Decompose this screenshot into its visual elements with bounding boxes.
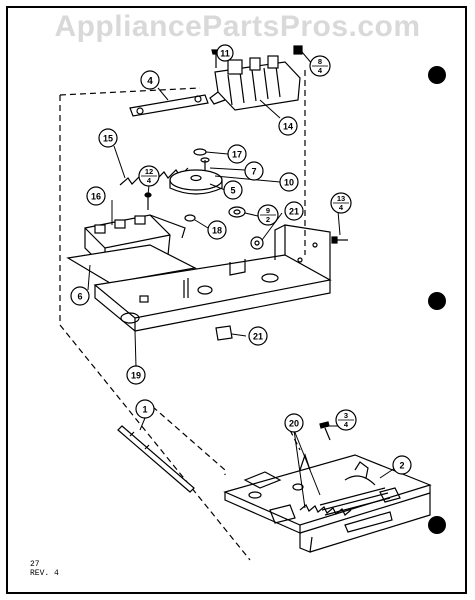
part-18-washer <box>184 214 196 222</box>
callout-8: 84 <box>309 55 331 77</box>
svg-text:19: 19 <box>131 371 141 381</box>
page-footer: 27 REV. 4 <box>30 560 59 578</box>
part-9-bushing <box>228 206 246 218</box>
callout-6: 6 <box>70 286 90 306</box>
callouts: 4 11 84 14 15 17 7 10 5 124 16 18 92 21 … <box>70 44 412 475</box>
page-number: 27 <box>30 560 40 569</box>
part-19-chassis <box>93 224 332 333</box>
svg-text:2: 2 <box>266 215 270 224</box>
callout-17: 17 <box>227 144 247 164</box>
part-12-screw <box>144 192 152 210</box>
drawing-border <box>6 6 467 594</box>
callout-13: 134 <box>330 192 352 214</box>
callout-3: 34 <box>335 409 357 431</box>
svg-text:6: 6 <box>77 292 82 302</box>
svg-text:13: 13 <box>337 194 345 203</box>
callout-10: 10 <box>279 172 299 192</box>
svg-text:4: 4 <box>339 203 344 212</box>
callout-19: 19 <box>126 365 146 385</box>
svg-text:18: 18 <box>212 226 222 236</box>
svg-text:8: 8 <box>318 57 322 66</box>
binder-hole-bottom <box>428 516 446 534</box>
callout-5: 5 <box>223 180 243 200</box>
callout-18: 18 <box>207 220 227 240</box>
svg-text:5: 5 <box>230 186 235 196</box>
svg-text:20: 20 <box>289 419 299 429</box>
callout-20: 20 <box>284 413 304 433</box>
svg-text:10: 10 <box>284 178 294 188</box>
leader-lines <box>87 51 396 509</box>
svg-text:7: 7 <box>251 167 256 177</box>
callout-16: 16 <box>86 186 106 206</box>
svg-text:2: 2 <box>399 461 404 471</box>
svg-text:4: 4 <box>318 66 323 75</box>
part-21-clip-lower <box>215 325 233 341</box>
svg-text:4: 4 <box>147 76 153 87</box>
binder-hole-top <box>428 66 446 84</box>
part-13-screw <box>331 236 348 244</box>
svg-text:17: 17 <box>232 150 242 160</box>
part-6-board <box>66 244 197 284</box>
part-3-screw <box>319 421 331 441</box>
svg-text:4: 4 <box>344 420 349 429</box>
svg-text:3: 3 <box>344 411 348 420</box>
callout-21-upper: 21 <box>284 201 304 221</box>
part-8-clip <box>293 45 303 55</box>
part-1-shaft <box>117 425 195 493</box>
svg-text:1: 1 <box>142 405 147 415</box>
svg-text:21: 21 <box>289 207 299 217</box>
callout-21-lower: 21 <box>248 326 268 346</box>
callout-14: 14 <box>278 116 298 136</box>
part-17-washer <box>193 148 207 156</box>
svg-text:14: 14 <box>283 122 293 132</box>
part-5-cam <box>169 169 223 195</box>
callout-9: 92 <box>257 204 279 226</box>
part-20-spring <box>299 504 352 516</box>
part-14-timer-switch <box>209 55 301 111</box>
svg-text:15: 15 <box>103 134 113 144</box>
callout-15: 15 <box>98 128 118 148</box>
svg-text:11: 11 <box>220 49 230 59</box>
part-21-nut-upper <box>250 236 264 250</box>
svg-text:16: 16 <box>91 192 101 202</box>
svg-text:21: 21 <box>253 332 263 342</box>
callout-2: 2 <box>392 455 412 475</box>
watermark: AppliancePartsPros.com <box>54 10 421 43</box>
revision-label: REV. 4 <box>30 569 59 578</box>
callout-4: 4 <box>140 70 160 90</box>
binder-hole-middle <box>428 292 446 310</box>
callout-7: 7 <box>244 161 264 181</box>
callout-11: 11 <box>216 44 234 62</box>
svg-text:9: 9 <box>266 206 270 215</box>
part-4-bracket <box>129 94 209 117</box>
callout-1: 1 <box>135 399 155 419</box>
callout-12: 124 <box>138 165 160 187</box>
svg-text:4: 4 <box>147 176 152 185</box>
svg-text:12: 12 <box>145 167 153 176</box>
